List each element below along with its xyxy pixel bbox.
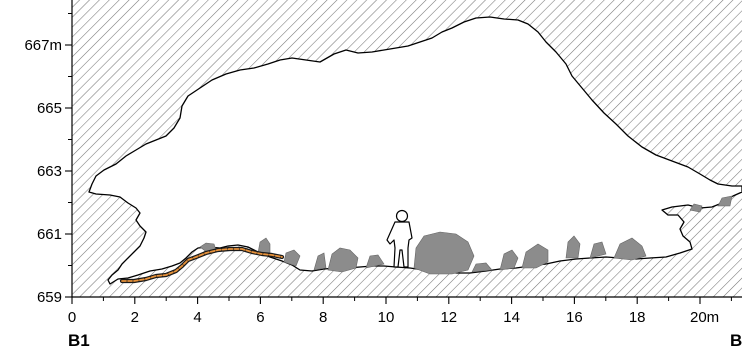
y-tick-label: 661: [37, 226, 62, 243]
boulder: [589, 241, 607, 259]
section-end-label: B: [730, 331, 742, 350]
y-tick-label: 663: [37, 163, 62, 180]
survey-route-inner: [121, 248, 283, 282]
x-tick-label: 0: [68, 309, 76, 326]
x-tick-label: 8: [319, 309, 327, 326]
boulder: [365, 254, 385, 269]
boulder: [313, 252, 327, 271]
axis-ticks: 0 2 4 6 8 10 12 14 16 18 20m 659 661 663 665 667m: [24, 13, 732, 326]
person-scale-icon: [386, 209, 413, 268]
boulder: [283, 249, 301, 267]
x-tick-label: 12: [440, 309, 457, 326]
boulders: [199, 195, 733, 275]
x-tick-label: 20m: [690, 309, 719, 326]
boulder: [413, 231, 475, 275]
y-tick-label: 659: [37, 289, 62, 306]
x-tick-label: 4: [193, 309, 201, 326]
x-tick-label: 18: [629, 309, 646, 326]
section-start-label: B1: [68, 331, 90, 350]
x-tick-label: 14: [503, 309, 520, 326]
y-tick-label: 667m: [24, 37, 62, 54]
x-tick-label: 2: [131, 309, 139, 326]
boulder: [521, 243, 549, 269]
boulder: [499, 249, 519, 271]
y-tick-label: 665: [37, 100, 62, 117]
boulder: [613, 237, 647, 261]
boulder: [327, 247, 359, 273]
x-tick-label: 6: [256, 309, 264, 326]
x-tick-label: 16: [566, 309, 583, 326]
x-tick-label: 10: [378, 309, 395, 326]
boulder: [689, 203, 703, 213]
boulder: [717, 195, 733, 207]
boulder: [565, 235, 581, 259]
boulder: [471, 262, 493, 273]
